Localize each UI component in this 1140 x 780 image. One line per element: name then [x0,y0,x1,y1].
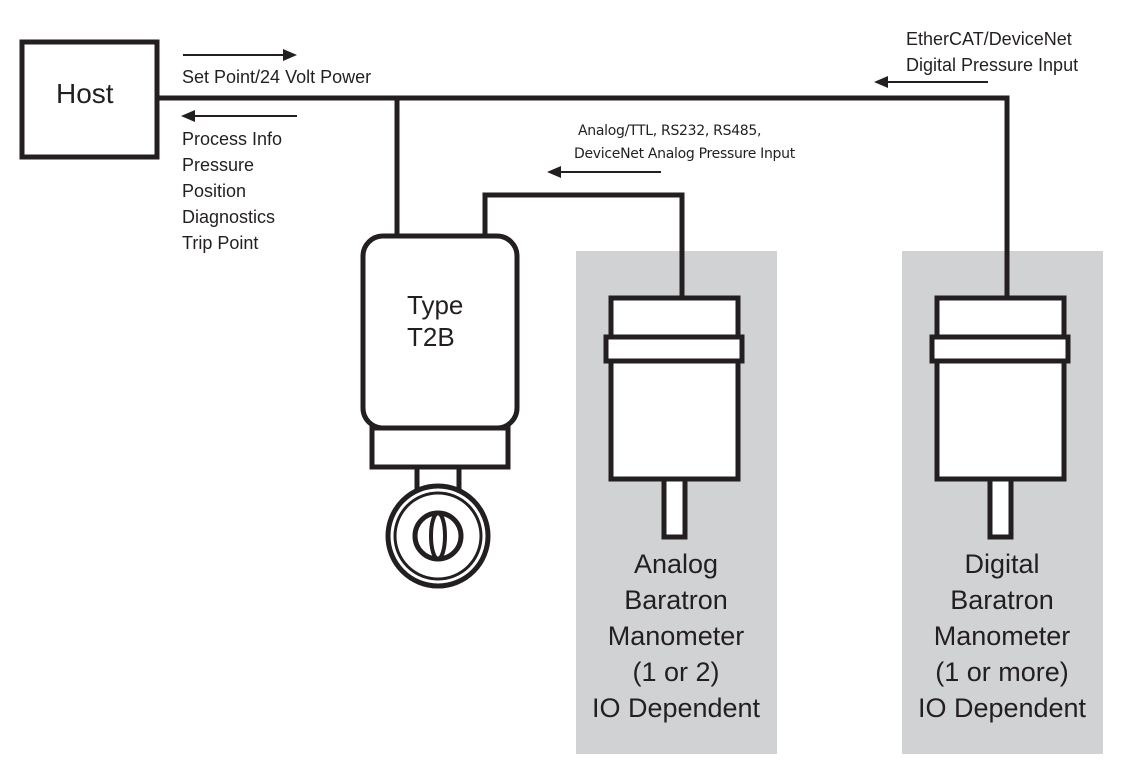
analog-gauge [603,295,745,540]
analog-gauge-label-line: Baratron [624,585,728,615]
analog-arrow-icon [547,166,661,178]
digital-gauge-label-line: (1 or more) [935,657,1069,687]
digital-link-label-line1: EtherCAT/DeviceNet [906,29,1072,49]
analog-gauge-label: Analog Baratron Manometer (1 or 2) IO De… [576,546,776,726]
analog-gauge-label-line: Analog [633,549,719,579]
digital-gauge-label: Digital Baratron Manometer (1 or more) I… [902,546,1102,726]
digital-gauge-label-line: Manometer [933,621,1071,651]
outbound-arrow-icon [183,49,297,61]
analog-gauge-body [608,295,741,482]
digital-gauge [929,295,1071,540]
t2b-controller [360,233,520,589]
host-box [19,39,160,160]
inbound-signal-item: Diagnostics [182,207,276,227]
inbound-arrow-icon [181,110,297,122]
host-label: Host [56,78,114,109]
analog-link-label-line1: Analog/TTL, RS232, RS485, [578,123,762,139]
digital-link-label-line2: Digital Pressure Input [906,55,1079,75]
valve-disc [412,510,464,562]
controller-label-line2: T2B [407,322,455,352]
digital-gauge-label-line: IO Dependent [917,693,1087,723]
digital-gauge-label-line: Baratron [950,585,1054,615]
analog-gauge-port [661,476,688,540]
controller-label: Type T2B [407,289,463,353]
inbound-signal-item: Position [182,181,247,201]
inbound-signal-list: Process Info Pressure Position Diagnosti… [182,126,282,256]
main-bus-line [157,95,1010,300]
controller-label-line1: Type [407,290,464,320]
valve-flap-icon [429,511,447,561]
analog-gauge-band [603,334,745,364]
analog-gauge-label-line: Manometer [607,621,745,651]
analog-gauge-label-line: IO Dependent [591,693,761,723]
inbound-signal-item: Pressure [182,155,255,175]
digital-gauge-band [929,334,1071,364]
digital-gauge-body [934,295,1067,482]
inbound-signal-item: Trip Point [182,233,259,253]
outbound-signal-label: Set Point/24 Volt Power [182,67,372,87]
digital-link-label: EtherCAT/DeviceNet Digital Pressure Inpu… [906,26,1078,78]
digital-gauge-port [987,476,1014,540]
inbound-signal-item: Process Info [182,129,283,149]
analog-link-line [482,192,685,298]
digital-arrow-icon [874,76,988,88]
t2b-base [369,425,511,470]
digital-gauge-label-line: Digital [964,549,1040,579]
analog-link-label-line2: DeviceNet Analog Pressure Input [574,146,795,162]
analog-gauge-label-line: (1 or 2) [632,657,720,687]
